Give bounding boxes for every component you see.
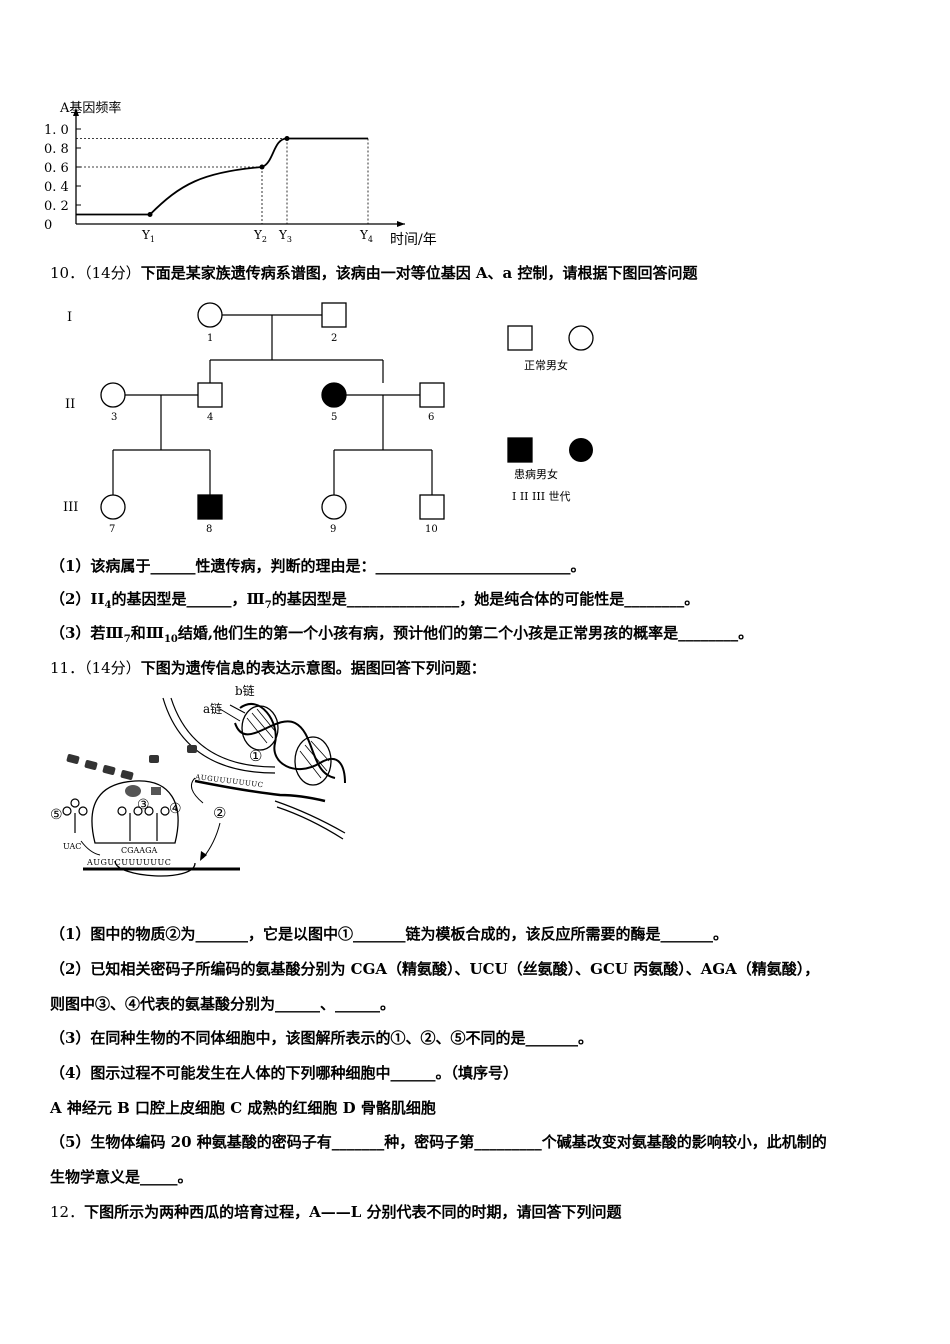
legend-normal-label: 正常男女 — [524, 358, 568, 372]
y-tick-label: 0. 6 — [44, 161, 69, 176]
member-4-male-normal — [197, 382, 223, 408]
q11-subquestion-4: （4）图示过程不可能发生在人体的下列哪种细胞中______。（填序号） — [50, 1064, 518, 1082]
mrna-strand-top — [194, 779, 326, 803]
gene-expression-diagram: b链 a链 ① AUGUUUUUUUC ② ③ ④ ⑤ UAC CGAAGA A… — [50, 683, 346, 877]
member-3-female-normal — [100, 382, 126, 408]
x-axis-label: 时间/年 — [390, 232, 437, 248]
legend-generations-label: I II III 世代 — [512, 490, 571, 503]
data-point-y3 — [284, 136, 290, 141]
generation-label-II: II — [65, 397, 75, 412]
member-6-label: 6 — [428, 412, 434, 423]
codon-top-label: CGAAGA — [121, 846, 157, 855]
trna-3 — [117, 806, 143, 841]
question-11-header: 11．（14分）下图为遗传信息的表达示意图。据图回答下列问题： — [50, 657, 486, 678]
ribosome-large-subunit — [91, 780, 179, 844]
y-tick-label: 0. 8 — [44, 142, 69, 157]
question-10-header: 10．（14分）下面是某家族遗传病系谱图，该病由一对等位基因 A、a 控制，请根… — [50, 262, 698, 283]
question-number: 12． — [50, 1203, 85, 1221]
data-point-y1 — [147, 212, 153, 217]
question-score: （14分） — [84, 659, 141, 677]
x-tick-label: Y3 — [278, 228, 292, 244]
marker-5: ⑤ — [50, 807, 63, 823]
generation-label-I: I — [67, 310, 72, 325]
dna-helix-strand-b — [239, 702, 346, 784]
y-axis-arrow — [73, 108, 79, 116]
polypeptide-chain — [66, 745, 197, 780]
member-5-female-affected — [321, 382, 347, 408]
x-tick-label: Y1 — [141, 228, 155, 244]
x-axis-arrow — [397, 221, 405, 227]
marker-2: ② — [213, 804, 226, 822]
trna-5 — [62, 798, 88, 833]
member-4-label: 4 — [207, 412, 213, 423]
legend-normal-female-icon — [568, 325, 594, 351]
legend-normal-male-icon — [507, 325, 533, 351]
q11-subquestion-2-continued: 则图中③、④代表的氨基酸分别为______、______。 — [50, 995, 396, 1013]
q10-subquestion-1: （1）该病属于______性遗传病，判断的理由是：_______________… — [50, 557, 586, 575]
y-tick-label: 0. 4 — [44, 180, 69, 195]
member-7-female-normal — [100, 494, 126, 520]
question-text: 下图所示为两种西瓜的培育过程，A——L 分别代表不同的时期，请回答下列问题 — [84, 1203, 622, 1221]
amino-acid-3 — [125, 785, 141, 797]
question-number: 11． — [50, 659, 85, 677]
q11-subquestion-5-continued: 生物学意义是_____。 — [50, 1168, 193, 1186]
member-9-female-normal — [321, 494, 347, 520]
member-2-male-normal — [321, 302, 347, 328]
q11-subquestion-5: （5）生物体编码 20 种氨基酸的密码子有_______种，密码子第______… — [50, 1133, 827, 1151]
question-number: 10． — [50, 264, 85, 282]
member-10-male-normal — [419, 494, 445, 520]
x-tick-label: Y2 — [253, 228, 267, 244]
generation-label-III: III — [63, 500, 78, 515]
series-curve — [76, 137, 368, 216]
trna-4 — [144, 806, 170, 841]
member-3-label: 3 — [111, 412, 117, 423]
member-8-male-affected — [197, 494, 223, 520]
pedigree-chart: I II III 1 2 3 4 5 6 7 8 9 10 正常男女 患病男女 … — [63, 302, 594, 535]
data-point-y2 — [259, 164, 265, 170]
q11-subquestion-3: （3）在同种生物的不同体细胞中，该图解所表示的①、②、⑤不同的是_______。 — [50, 1029, 593, 1047]
member-9-label: 9 — [330, 524, 336, 535]
member-2-label: 2 — [331, 333, 337, 344]
member-1-female-normal — [197, 302, 223, 328]
legend-affected-male-icon — [507, 437, 533, 463]
y-tick-label: 0. 2 — [44, 199, 69, 214]
q11-subquestion-4-options: A 神经元 B 口腔上皮细胞 C 成熟的红细胞 D 骨骼肌细胞 — [50, 1099, 436, 1117]
question-score: （14分） — [84, 264, 141, 282]
y-tick-label: 0 — [44, 218, 52, 233]
q10-subquestion-3: （3）若Ⅲ7和Ⅲ10结婚,他们生的第一个小孩有病，预计他们的第二个小孩是正常男孩… — [50, 624, 754, 645]
question-12-header: 12．下图所示为两种西瓜的培育过程，A——L 分别代表不同的时期，请回答下列问题 — [50, 1201, 622, 1222]
dna-hatched-region-1 — [241, 705, 279, 751]
marker-3: ③ — [137, 797, 150, 813]
marker-1: ① — [249, 747, 262, 765]
member-7-label: 7 — [109, 524, 115, 535]
member-1-label: 1 — [207, 333, 213, 344]
member-10-label: 10 — [425, 524, 438, 535]
dna-helix-strand-a — [234, 720, 336, 779]
question-text: 下面是某家族遗传病系谱图，该病由一对等位基因 A、a 控制，请根据下图回答问题 — [140, 264, 698, 282]
mrna-bottom-sequence: AUGUCUUUUUUC — [86, 858, 171, 867]
dna-hatched-region-2 — [294, 736, 332, 786]
question-text: 下图为遗传信息的表达示意图。据图回答下列问题： — [140, 659, 486, 677]
b-chain-label: b链 — [235, 683, 255, 698]
q10-subquestion-2: （2）II4的基因型是______，Ⅲ7的基因型是_______________… — [50, 590, 700, 611]
member-6-male-normal — [419, 382, 445, 408]
q11-subquestion-1: （1）图中的物质②为_______，它是以图中①_______链为模板合成的，该… — [50, 925, 728, 943]
legend-affected-label: 患病男女 — [514, 467, 558, 481]
q11-subquestion-2: （2）已知相关密码子所编码的氨基酸分别为 CGA（精氨酸）、UCU（丝氨酸）、G… — [50, 960, 820, 978]
anticodon-label: UAC — [63, 842, 81, 851]
member-5-label: 5 — [331, 412, 337, 423]
y-axis-label: A基因频率 — [59, 100, 121, 116]
y-tick-label: 1. 0 — [44, 123, 69, 138]
legend-affected-female-icon — [569, 438, 593, 462]
amino-acid-4 — [151, 787, 161, 795]
x-tick-label: Y4 — [359, 228, 373, 244]
marker-4: ④ — [169, 801, 182, 817]
member-8-label: 8 — [206, 524, 212, 535]
a-chain-label: a链 — [203, 701, 222, 716]
